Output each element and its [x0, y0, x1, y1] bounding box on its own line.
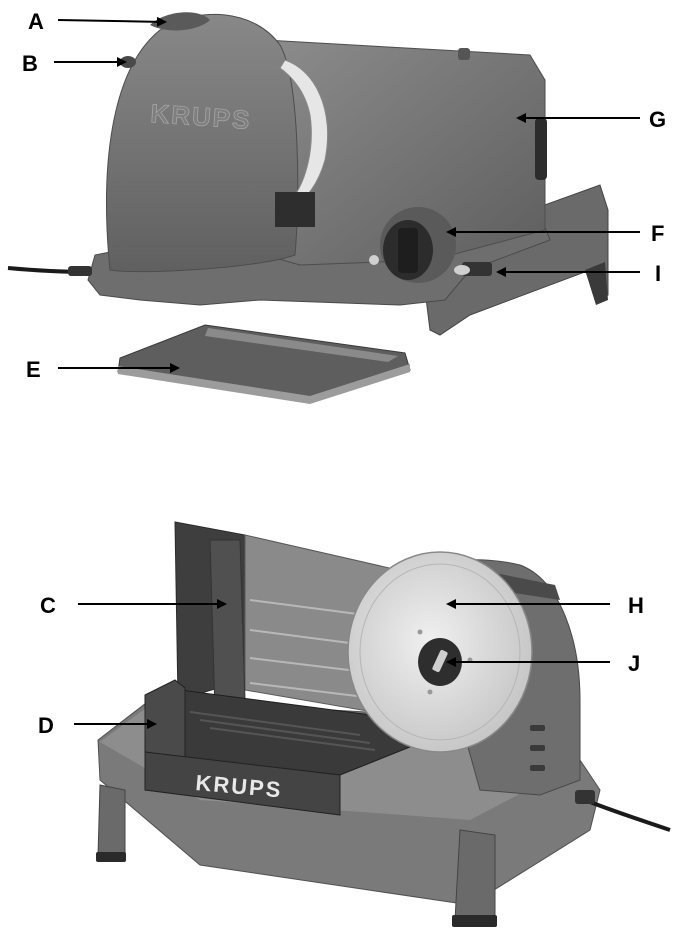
- cord-plug-rear: [68, 266, 92, 276]
- label-e: E: [26, 357, 41, 382]
- food-tray: [117, 324, 411, 404]
- slicer-front-view: KRUPS: [96, 521, 671, 927]
- carriage-ridges: [249, 599, 366, 698]
- front-foot-left: [96, 852, 126, 862]
- front-leg-right: [454, 829, 496, 926]
- label-c: C: [40, 593, 56, 618]
- rear-blade-guard: [106, 13, 299, 273]
- label-i: I: [655, 261, 661, 286]
- housing-vents: [530, 725, 545, 771]
- carriage-front-face: [144, 751, 341, 816]
- label-g: G: [649, 107, 666, 132]
- callout-lines: [54, 16, 640, 729]
- thickness-knob: [380, 207, 456, 283]
- label-j: J: [628, 651, 640, 676]
- food-pusher: [209, 539, 246, 713]
- label-a: A: [28, 9, 44, 34]
- hub-slot: [432, 649, 448, 673]
- front-leg-left: [97, 784, 126, 861]
- top-bolt: [458, 48, 470, 60]
- label-b: B: [22, 51, 38, 76]
- label-h: H: [628, 593, 644, 618]
- brand-logo-rear: KRUPS: [150, 98, 253, 135]
- power-switch: [462, 262, 492, 276]
- rear-slot-bracket: [275, 192, 315, 227]
- rear-screw: [369, 255, 379, 265]
- front-foot-right: [452, 915, 497, 927]
- switch-bezel: [454, 265, 470, 275]
- side-grip: [535, 118, 547, 180]
- power-cord-front: [584, 798, 671, 832]
- label-d: D: [38, 713, 54, 738]
- blade-dot-3: [427, 689, 433, 695]
- tray-ridges: [189, 711, 376, 751]
- top-vent-grip: [490, 572, 560, 600]
- blade-rim: [359, 563, 521, 741]
- callout-line-a: [57, 16, 167, 27]
- blade-dot-1: [417, 629, 423, 635]
- cord-plug-front: [575, 790, 595, 804]
- slicer-rear-view: KRUPS: [7, 12, 609, 336]
- food-holder-end: [144, 679, 186, 761]
- label-f: F: [651, 221, 664, 246]
